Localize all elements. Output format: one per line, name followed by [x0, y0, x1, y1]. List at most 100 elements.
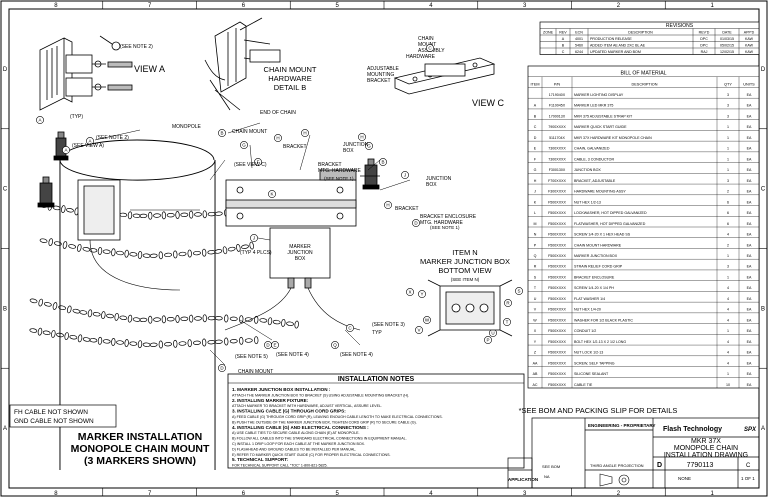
- bom-cell: G: [534, 168, 537, 172]
- bom-cell: V: [534, 308, 537, 312]
- bom-cell: D: [534, 136, 537, 140]
- chain-link: [175, 315, 180, 323]
- note-line: FOR TECHNICAL SUPPORT CALL "TOC" 1-800-8…: [232, 464, 328, 468]
- callout-bubble: [301, 129, 309, 137]
- chain-link: [259, 318, 268, 323]
- zone-number-bottom: 2: [617, 491, 621, 497]
- cable-routes: [89, 209, 361, 331]
- monopole-label: MONOPOLE: [172, 124, 202, 130]
- bom-cell: F500XXXX: [548, 243, 566, 247]
- chain-link: [239, 336, 244, 345]
- revisions-cell: KAW: [745, 50, 754, 54]
- bom-cell: F700XXXX: [548, 179, 566, 183]
- bom-cell: 6: [727, 200, 729, 204]
- callout-letter: D: [414, 221, 418, 226]
- chain-link: [38, 298, 44, 307]
- chain-link: [236, 244, 241, 252]
- note-line: 4. INSTALLING CABLE (G) AND ELECTRICAL C…: [232, 425, 369, 430]
- chain-link: [132, 213, 141, 218]
- callout-bubble: [240, 141, 248, 149]
- zone-letter-left: A: [3, 426, 7, 432]
- bom-cell: K: [534, 200, 537, 204]
- callout-bubble: [423, 316, 431, 324]
- bom-cell: NUT LOCK 1/2-13: [574, 351, 603, 355]
- revisions-cell: PRODUCTION RELEASE: [590, 37, 632, 41]
- bom-cell: 2: [727, 190, 729, 194]
- chain-link: [69, 335, 78, 340]
- notes-title: INSTALLATION NOTES: [338, 376, 415, 383]
- revisions-cell: 05/02/15: [720, 44, 734, 48]
- bom-cell: F500XXXX: [548, 200, 566, 204]
- revisions-cell: DPC: [700, 44, 708, 48]
- callout-bubble: [274, 134, 282, 142]
- callout-bubble: [358, 133, 366, 141]
- chain-link: [97, 336, 103, 345]
- revisions-cell: RAJ: [701, 50, 708, 54]
- zone-number-top: 4: [429, 3, 433, 9]
- callout-bubble: [86, 137, 94, 145]
- zone-number-top: 3: [523, 3, 527, 9]
- chain-link: [267, 317, 273, 326]
- bom-header: P/N: [554, 82, 561, 86]
- see-view-a: (SEE VIEW A): [72, 143, 104, 149]
- bom-cell: 6: [727, 211, 729, 215]
- bom-cell: W: [533, 318, 537, 322]
- chain-link: [178, 251, 187, 257]
- bom-cell: 1: [727, 372, 729, 376]
- bom-cell: 2: [727, 243, 729, 247]
- bom-cell: MARKER QUICK START GUIDE: [574, 125, 627, 129]
- callout-bubble: [250, 234, 258, 242]
- callout-letter: X: [408, 290, 411, 295]
- bom-cell: 1: [727, 254, 729, 258]
- callout-letter: Q: [333, 343, 337, 348]
- bom-cell: FLATWASHER, HOT DIPPED GALVANIZED: [574, 222, 646, 226]
- bom-cell: 4: [727, 308, 729, 312]
- callout-bubble: [515, 287, 523, 295]
- chain-link: [286, 321, 294, 326]
- callout-bubble: [418, 290, 426, 298]
- chain-link: [101, 311, 106, 320]
- bom-cell: EA: [747, 190, 752, 194]
- chain-link: [87, 309, 93, 318]
- bom-cell: 3: [727, 114, 729, 118]
- chain-link: [202, 210, 207, 219]
- chain-link: [77, 243, 82, 252]
- bom-cell: X: [534, 329, 537, 333]
- chain-link: [214, 316, 223, 321]
- callout-bubble: [346, 324, 354, 332]
- callout-letter: C: [348, 326, 352, 331]
- bom-cell: F500XXXX: [548, 211, 566, 215]
- chain-link: [178, 341, 187, 346]
- see-note-2-view-a: (SEE NOTE 2): [120, 44, 153, 50]
- chain-link: [52, 302, 58, 310]
- revisions-title: REVISIONS: [666, 23, 694, 29]
- chain-link: [239, 315, 244, 324]
- bom-note: *SEE BOM AND PACKING SLIP FOR DETAILS: [519, 406, 678, 415]
- note-line: 1. MARKER JUNCTION BOX INSTALLATION :: [232, 387, 331, 392]
- bracket-label-1: BRACKET: [283, 144, 307, 150]
- chain-link: [166, 213, 175, 218]
- view-a-sketch: [39, 35, 133, 111]
- chain-link: [166, 317, 175, 322]
- bom-cell: U: [534, 297, 537, 301]
- bom-cell: BOLT HEX 1/2-13 X 2 1/2 LONG: [574, 340, 626, 344]
- chain-link: [106, 313, 114, 319]
- bom-cell: 4: [727, 318, 729, 322]
- chain-link: [51, 329, 56, 338]
- chain-link: [77, 334, 83, 343]
- bom-cell: NUT HEX 1/2-13: [574, 200, 601, 204]
- bom-cell: 10: [726, 383, 730, 387]
- bom-cell: SCREW, SELF TAPPING: [574, 361, 615, 365]
- chain-link: [224, 337, 229, 346]
- chain-link: [43, 301, 52, 307]
- bracket-label-2: BRACKET: [395, 206, 419, 212]
- bom-cell: Q: [534, 254, 537, 258]
- zone-number-top: 5: [335, 3, 339, 9]
- view-c-sketch: [393, 57, 496, 95]
- chain-link: [53, 241, 62, 246]
- note-line: B) FOLLOW ALL CABLES INTO THE STANDARD E…: [232, 437, 407, 441]
- bom-cell: EA: [747, 157, 752, 161]
- revisions-header: REV: [559, 31, 567, 35]
- chain-link: [68, 244, 77, 249]
